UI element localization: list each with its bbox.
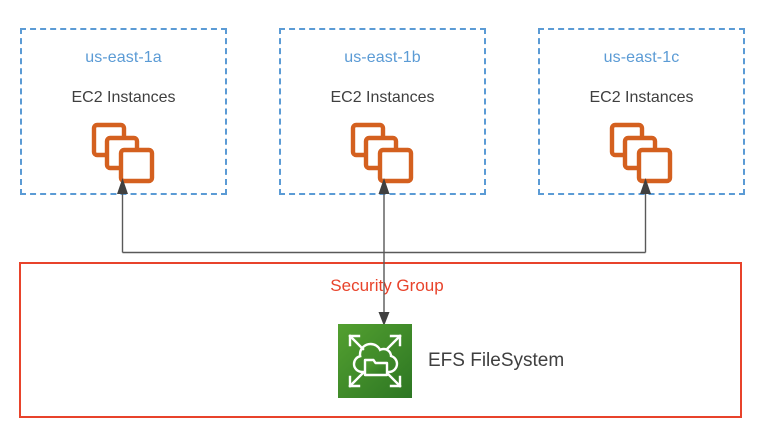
efs-filesystem-icon — [338, 324, 412, 398]
az-resource-label: EC2 Instances — [330, 89, 435, 106]
az-resource-label: EC2 Instances — [589, 89, 694, 106]
security-group-box — [19, 262, 742, 418]
az-label: us-east-1b — [344, 49, 421, 66]
ec2-instances-icon — [91, 122, 157, 184]
ec2-instances-icon — [350, 122, 416, 184]
availability-zone-us-east-1c: us-east-1c EC2 Instances — [538, 28, 745, 195]
az-resource-label: EC2 Instances — [71, 89, 176, 106]
security-group-label: Security Group — [330, 276, 444, 295]
az-label: us-east-1c — [603, 49, 680, 66]
efs-filesystem-label: EFS FileSystem — [428, 350, 565, 371]
ec2-instances-icon — [609, 122, 675, 184]
az-label: us-east-1a — [85, 49, 162, 66]
availability-zone-us-east-1b: us-east-1b EC2 Instances — [279, 28, 486, 195]
availability-zone-us-east-1a: us-east-1a EC2 Instances — [20, 28, 227, 195]
